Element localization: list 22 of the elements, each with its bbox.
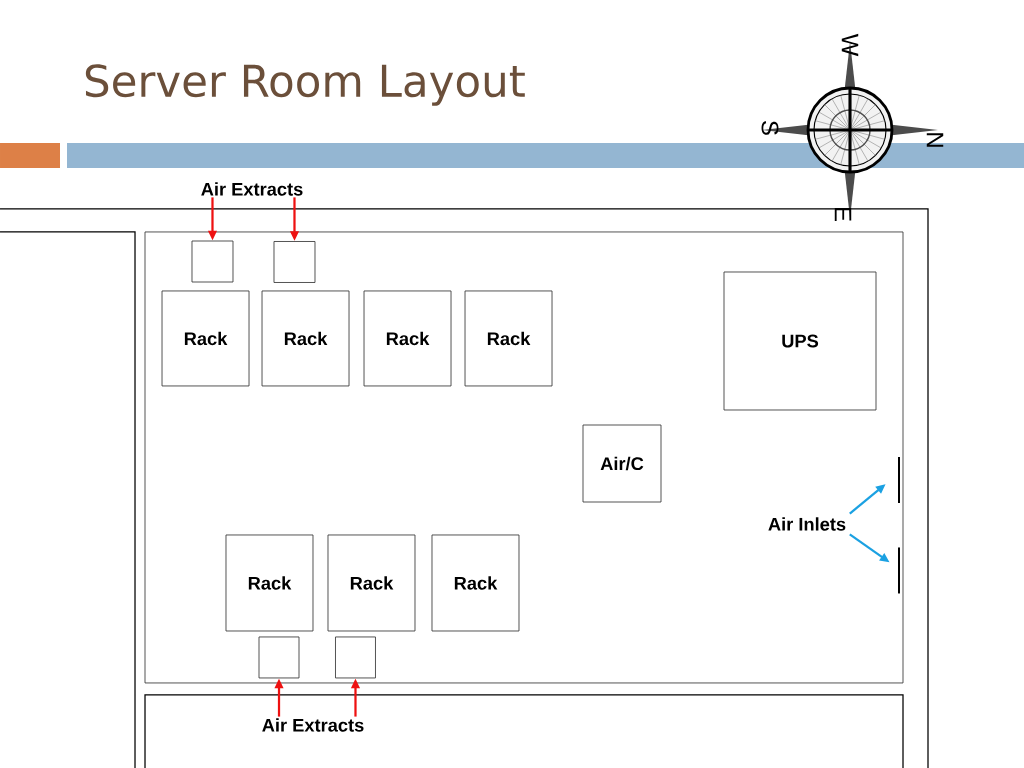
equipment-box: UPS [723, 271, 877, 411]
equipment-box: Rack [431, 534, 520, 632]
server-room-outline [144, 231, 904, 684]
vent-box [258, 636, 300, 679]
compass-letter: E [834, 208, 852, 221]
callout-label: Air Extracts [201, 182, 303, 196]
callout-label: Air Inlets [768, 517, 846, 531]
equipment-box: Rack [161, 290, 250, 387]
callout-label: Air Extracts [262, 718, 364, 732]
vent-box [335, 636, 376, 679]
compass-letter: S [761, 121, 779, 135]
vent-box [191, 240, 234, 283]
title: Server Room Layout [85, 64, 525, 106]
vent-box [273, 241, 316, 283]
equipment-box: Rack [225, 534, 314, 632]
equipment-box: Rack [327, 534, 416, 632]
equipment-box: Rack [363, 290, 452, 387]
compass-letter: N [926, 133, 944, 147]
compass-letter: W [841, 33, 859, 57]
equipment-box: Rack [464, 290, 553, 387]
equipment-box: Air/C [582, 424, 662, 503]
equipment-box: Rack [261, 290, 350, 387]
